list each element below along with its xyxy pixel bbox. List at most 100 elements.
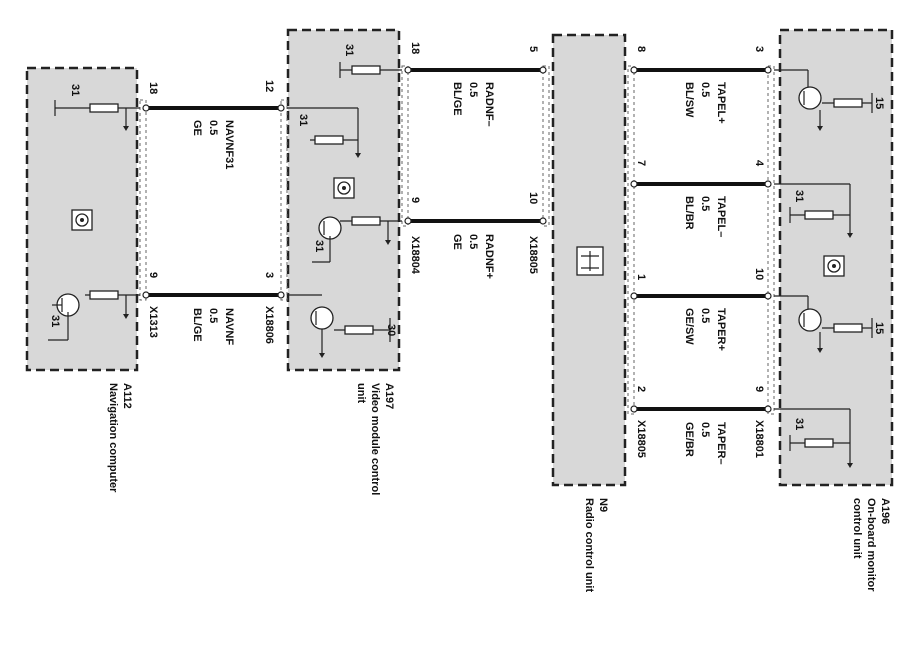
a196-t2-circuit: 15 [774,295,885,354]
wire-label-tapel-minus: TAPEL– 0.5 BL/BR [683,196,727,237]
connector-label-x1313: X1313 [147,306,159,338]
module-id: A197 [383,383,395,409]
wire-label-taper-minus: TAPER– 0.5 GE/BR [683,422,727,465]
pin-n9-8: 8 [635,46,647,52]
connector-label-x18801: X18801 [753,420,765,458]
wire-signal: RADNF+ [483,234,495,279]
a112-bottom-circuit: 31 [48,290,140,341]
terminal-a197-tr: 31 [313,240,325,252]
wire-gauge: 0.5 [467,82,479,97]
module-id: N9 [597,498,609,512]
a112-speaker-symbol-icon [71,209,93,231]
wire-color: GE [451,234,463,250]
pin-a196-4: 4 [753,160,765,167]
pin-a196-10: 10 [753,268,765,280]
module-name-line2: control unit [851,498,863,559]
a112-top-circuit: 31 [54,84,140,132]
wire-label-radnf-minus: RADNF– 0.5 BL/GE [451,82,495,127]
connector-x18804-outline [401,65,409,227]
terminal-a197-mid: 31 [297,114,309,126]
connector-x18801-outline [767,65,775,415]
module-label-n9: N9 Radio control unit [583,498,609,592]
wire-label-radnf-plus: RADNF+ 0.5 GE [451,234,495,279]
terminal-a196-g2: 31 [793,418,805,430]
terminal-a112-top: 31 [69,84,81,96]
terminal-a197-bottom: 30 [385,324,397,336]
transistor-icon [310,306,334,330]
n9-radio-unit-symbol-icon [576,246,604,276]
connector-x18805-left-outline [542,65,550,227]
module-id: A196 [879,498,891,524]
wire-color: BL/BR [683,196,695,230]
connector-x18806-outline [280,99,288,301]
a196-speaker-symbol-icon [823,255,845,277]
wire-color: BL/GE [451,82,463,116]
wire-gauge: 0.5 [207,308,219,323]
wire-gauge: 0.5 [699,82,711,97]
wire-label-navnf: NAVNF 0.5 BL/GE [191,308,235,345]
connector-label-x18805-left: X18805 [527,236,539,274]
wire-signal: TAPER+ [715,308,727,351]
terminal-a112-bottom: 31 [49,315,61,327]
wire-gauge: 0.5 [699,196,711,211]
a196-g2-circuit: 31 [774,408,854,469]
connector-x1313-outline [139,99,147,301]
wire-color: BL/SW [683,82,695,118]
pin-end-markers [142,66,772,413]
module-name-line1: Video module control [369,383,381,495]
a197-mid-circuit: 31 [287,107,362,159]
connector-x18805-right-outline [627,65,635,415]
terminal-a196-t2: 15 [873,322,885,334]
a196-g1-circuit: 31 [774,183,854,239]
a196-t1-circuit: 15 [774,69,885,132]
wire-label-navnf31: NAVNF31 0.5 GE [191,120,235,169]
wire-color: BL/GE [191,308,203,342]
pin-a112-9: 9 [147,272,159,278]
wire-signal: TAPEL+ [715,82,727,124]
connector-label-x18805-right: X18805 [635,420,647,458]
pin-a197-9: 9 [409,197,421,203]
pin-a197-18: 18 [409,42,421,54]
wire-signal: NAVNF [223,308,235,345]
a197-top-circuit: 31 [339,44,402,78]
pin-a196-3: 3 [753,46,765,52]
wire-signal: TAPER– [715,422,727,465]
pin-a197-12: 12 [263,80,275,92]
connector-label-x18806: X18806 [263,306,275,344]
wire-color: GE/SW [683,308,695,345]
wire-color: GE [191,120,203,136]
wire-gauge: 0.5 [207,120,219,135]
wire-signal: NAVNF31 [223,120,235,169]
module-label-a197: A197 Video module control unit [355,383,395,495]
module-id: A112 [121,383,133,409]
terminal-a197-top: 31 [343,44,355,56]
wire-signal: TAPEL– [715,196,727,237]
a197-speaker-symbol-icon [333,177,355,199]
transistor-icon [798,308,822,332]
module-name-line1: On-board monitor [865,498,877,592]
pin-n9-5: 5 [527,46,539,52]
a197-tr-circuit: 31 [312,216,402,263]
transistor-icon [318,216,342,240]
pin-n9-1: 1 [635,274,647,280]
wire-signal: RADNF– [483,82,495,127]
module-a197-box [286,28,401,372]
connector-label-x18804: X18804 [409,236,421,275]
pin-n9-2: 2 [635,386,647,392]
pin-a197-3: 3 [263,272,275,278]
terminal-a196-t1: 15 [873,97,885,109]
wire-label-taper-plus: TAPER+ 0.5 GE/SW [683,308,727,351]
wire-gauge: 0.5 [467,234,479,249]
module-label-a196: A196 On-board monitor control unit [851,498,891,592]
a197-bottom-circuit: 30 [287,294,397,359]
terminal-a196-g1: 31 [793,190,805,202]
transistor-icon [798,86,822,110]
module-name-line2: unit [355,383,367,403]
pin-n9-7: 7 [635,160,647,166]
module-name: Navigation computer [107,383,119,493]
pin-a112-18: 18 [147,82,159,94]
wire-label-tapel-plus: TAPEL+ 0.5 BL/SW [683,82,727,124]
pin-n9-10: 10 [527,192,539,204]
pin-a196-9: 9 [753,386,765,392]
